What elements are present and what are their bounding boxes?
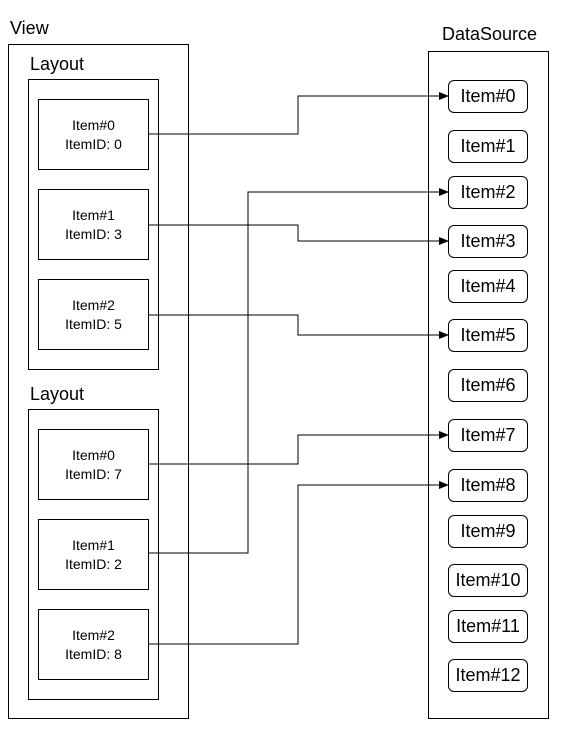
- layout-2-item-2: Item#2 ItemID: 8: [38, 609, 149, 680]
- item-id: ItemID: 8: [65, 645, 122, 662]
- layout-1-item-0: Item#0 ItemID: 0: [38, 99, 149, 170]
- ds-item-3: Item#3: [448, 225, 528, 258]
- layout-1-item-1: Item#1 ItemID: 3: [38, 189, 149, 260]
- item-id: ItemID: 3: [65, 225, 122, 242]
- connector-l2-item1-to-ds2: [149, 188, 449, 554]
- layout-title-1: Layout: [30, 54, 85, 74]
- ds-item-10: Item#10: [448, 564, 528, 597]
- item-id: ItemID: 0: [65, 135, 122, 152]
- item-name: Item#1: [72, 536, 115, 553]
- layout-title-2: Layout: [30, 384, 85, 404]
- ds-item-7: Item#7: [448, 419, 528, 452]
- ds-item-4: Item#4: [448, 270, 528, 303]
- ds-item-6: Item#6: [448, 369, 528, 402]
- ds-item-2: Item#2: [448, 176, 528, 209]
- item-name: Item#0: [72, 116, 115, 133]
- layout-2-item-0: Item#0 ItemID: 7: [38, 429, 149, 500]
- ds-item-9: Item#9: [448, 515, 528, 548]
- item-name: Item#2: [72, 626, 115, 643]
- ds-item-12: Item#12: [448, 659, 528, 692]
- item-id: ItemID: 5: [65, 315, 122, 332]
- ds-item-11: Item#11: [448, 610, 528, 643]
- layout-1-item-2: Item#2 ItemID: 5: [38, 279, 149, 350]
- connector-l2-item2-to-ds8: [149, 481, 449, 645]
- view-title: View: [10, 18, 49, 38]
- connector-l1-item1-to-ds3: [149, 224, 449, 245]
- item-name: Item#0: [72, 446, 115, 463]
- layout-2-item-1: Item#1 ItemID: 2: [38, 519, 149, 590]
- ds-item-0: Item#0: [448, 80, 528, 113]
- item-name: Item#1: [72, 206, 115, 223]
- item-id: ItemID: 7: [65, 465, 122, 482]
- item-id: ItemID: 2: [65, 555, 122, 572]
- ds-item-8: Item#8: [448, 469, 528, 502]
- datasource-title: DataSource: [442, 24, 538, 44]
- connector-l1-item0-to-ds0: [149, 92, 449, 135]
- ds-item-1: Item#1: [448, 130, 528, 163]
- item-name: Item#2: [72, 296, 115, 313]
- connector-l2-item0-to-ds7: [149, 431, 449, 465]
- ds-item-5: Item#5: [448, 319, 528, 352]
- connector-l1-item2-to-ds5: [149, 314, 449, 339]
